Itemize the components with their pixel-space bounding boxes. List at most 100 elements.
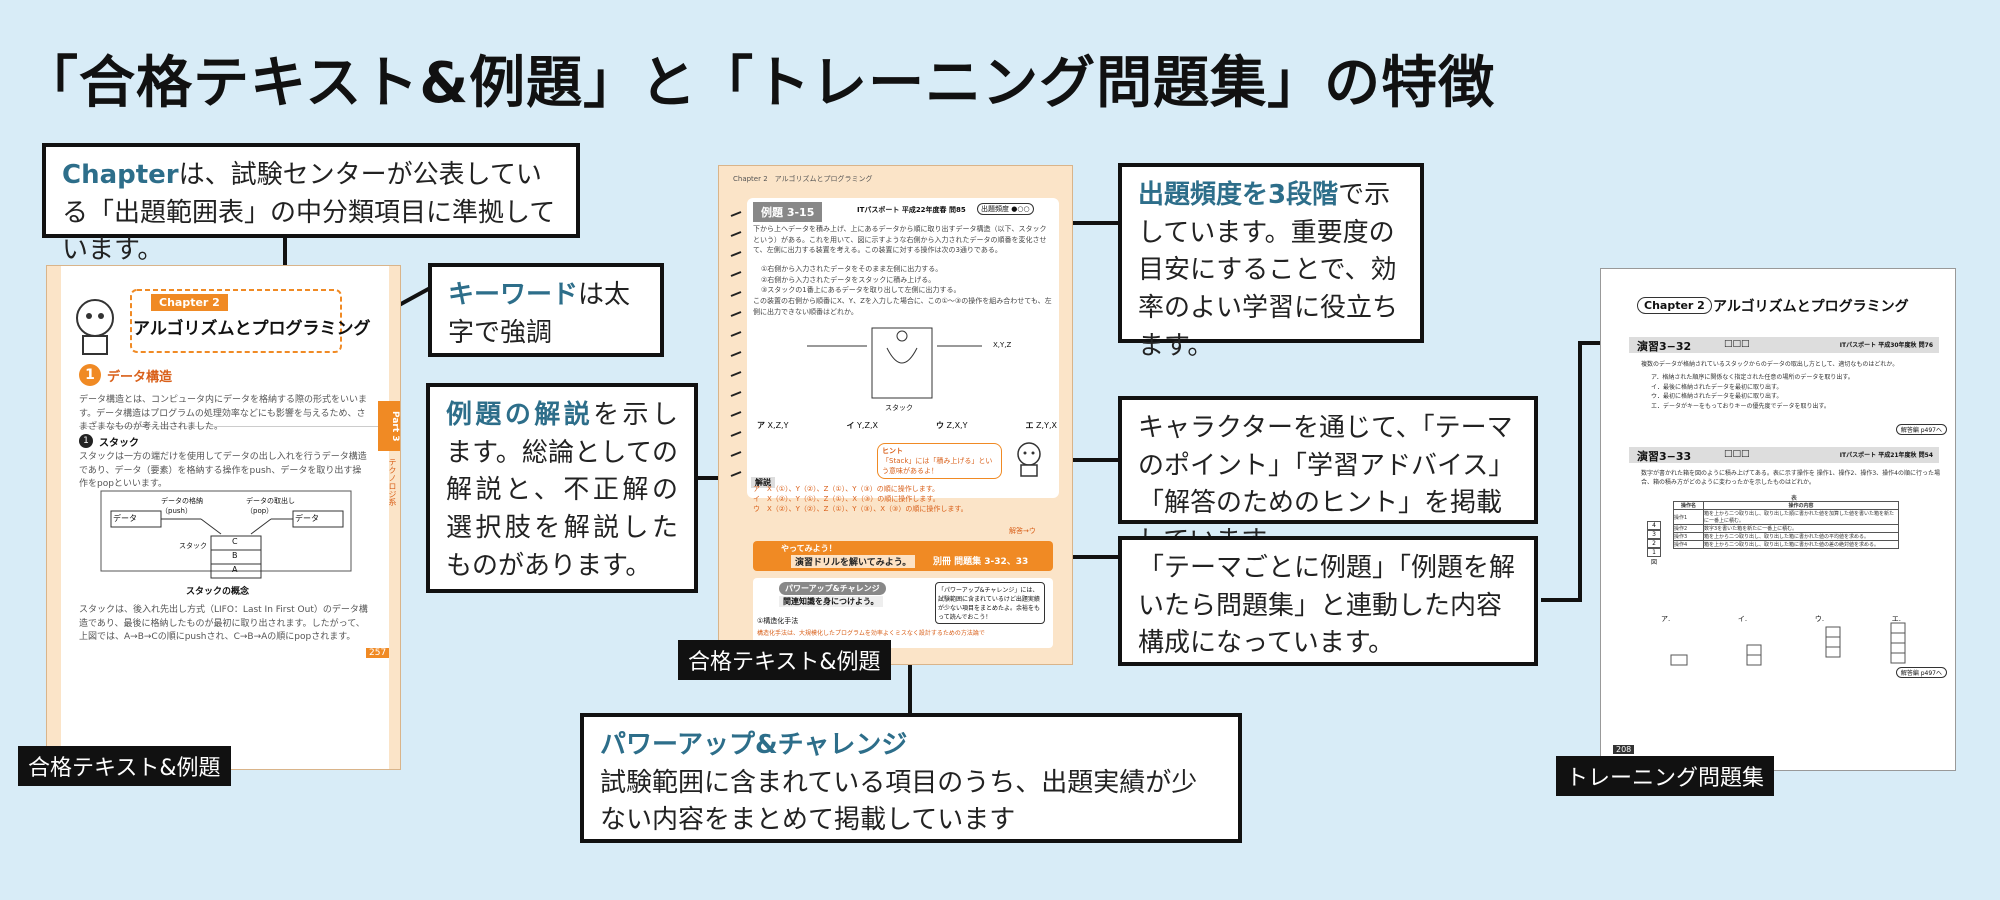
powerup-note: 「パワーアップ&チャレンジ」には、試験範囲に含まれているけど出題実績が少ない項目…	[935, 582, 1045, 624]
exercise-question: 複数のデータが格納されているスタックからのデータの取出し方として、適切なものはど…	[1641, 361, 1899, 368]
lifo-description: スタックは、後入れ先出し方式（LIFO：Last In First Out）のデ…	[79, 605, 368, 642]
exercise-label: 演習3−33	[1637, 450, 1692, 463]
stack-item: A	[232, 565, 238, 574]
example-card: 例題 3-15 ITパスポート 平成22年度春 問85 出題頻度 ●○○ 下から…	[747, 198, 1059, 498]
callout-highlight: キーワード	[448, 280, 579, 310]
section-title: データ構造	[107, 370, 173, 385]
diagram-caption: スタックの概念	[186, 587, 250, 597]
callout-text: を示します。総論としての解説と、不正解の選択肢を解説したものがあります。	[446, 400, 678, 581]
hint-label: ヒント	[882, 447, 903, 455]
choice: ウ Z,X,Y	[936, 421, 968, 430]
stack-box: 4	[1647, 521, 1661, 530]
powerup-subtitle: 関連知識を身につけよう。	[779, 596, 883, 607]
callout-explanation: 例題の解説を示します。総論としての解説と、不正解の選択肢を解説したものがあります…	[426, 383, 698, 593]
kaisetsu-label: 解説	[751, 477, 775, 488]
callout-text: は、試験センターが公表している「出題範囲表」の中分類項目に準拠しています。	[62, 160, 556, 266]
callout-powerup: パワーアップ&チャレンジ試験範囲に含まれている項目のうち、出題実績が少ない内容を…	[580, 713, 1242, 843]
answer-line: ア X（①）、Y（②）、Z（①）、Y（③）の順に操作します。	[753, 485, 940, 493]
hint-bubble: ヒント 「Stack」には「積み上げる」という意味があるよ！	[877, 443, 1002, 479]
answer-reference: 解答編 p497へ	[1895, 424, 1947, 435]
textbook-page-example: Chapter 2 アルゴリズムとプログラミング 例題 3-15 ITパスポート…	[718, 165, 1073, 665]
operation-item: ②右側から入力されたデータをスタックに積み上げる。	[761, 275, 936, 284]
stack-item: B	[232, 551, 238, 560]
answer-choice-labels: ア. イ. ウ. エ.	[1661, 614, 1901, 624]
choice: ア X,Z,Y	[757, 421, 789, 430]
subsection-number: 1	[79, 434, 93, 448]
drill-banner: やってみよう！ 演習ドリルを解いてみよう。 別冊 問題集 3-32、33	[753, 541, 1053, 571]
stack-caption: 図	[1650, 559, 1657, 566]
stack-figure: 4 3 2 1 図	[1647, 521, 1661, 566]
left-page-body: Chapter 2 アルゴリズムとプログラミング 1 データ構造 データ構造とは…	[61, 266, 390, 769]
drill-tag: やってみよう！	[781, 544, 837, 553]
callout-text: キャラクターを通じて、「テーマのポイント」「学習アドバイス」「解答のためのヒント…	[1138, 413, 1515, 556]
operations: ①右側から入力されたデータをそのまま左側に出力する。 ②右側から入力されたデータ…	[761, 264, 1051, 296]
callout-highlight: Chapter	[62, 160, 179, 190]
choice: イ Y,Z,X	[846, 421, 878, 430]
table-title: 表	[1791, 495, 1798, 502]
answer-explanation: ア X（①）、Y（②）、Z（①）、Y（③）の順に操作します。 イ X（②）、Y（…	[753, 484, 1053, 514]
label-textbook-left: 合格テキスト&例題	[18, 746, 231, 786]
operation-item: ③スタックの1番上にあるデータを取り出して左側に出力する。	[761, 286, 961, 294]
choice: ア．格納された順序に関係なく指定された任意の場所のデータを取り出す。	[1651, 374, 1854, 381]
choice-label: エ.	[1891, 615, 1901, 623]
question-text: 下から上へデータを積み上げ、上にあるデータから順に取り出すデータ構造（以下、スタ…	[753, 225, 1047, 254]
device-diagram	[807, 327, 982, 399]
part-subtitle: テクノロジ系	[388, 458, 397, 506]
hint-text: 「Stack」には「積み上げる」という意味があるよ！	[882, 457, 993, 475]
checkbox-icons: □□□	[1724, 449, 1750, 459]
callout-linked: 「テーマごとに例題」「例題を解いたら問題集」と連動した内容構成になっています。	[1118, 536, 1538, 666]
frequency-label: 出題頻度	[981, 205, 1009, 213]
callout-text: で示しています。重要度の目安にすることで、効率のよい学習に役立ちます。	[1138, 180, 1399, 361]
section-number: 1	[79, 364, 101, 386]
callout-highlight: 例題の解説	[446, 400, 594, 430]
answer-line: ウ X（②）、Y（②）、Z（①）、Y（③）、X（③）の順に操作します。	[753, 505, 968, 514]
drill-reference: 別冊 問題集 3-32、33	[933, 557, 1029, 567]
callout-frequency: 出題頻度を3段階で示しています。重要度の目安にすることで、効率のよい学習に役立ち…	[1118, 163, 1424, 361]
choice: エ．データがキーをもっておりキーの優先度でデータを取り出す。	[1651, 402, 1830, 410]
choice: ウ．最初に格納されたデータを最初に取り出す。	[1651, 393, 1783, 401]
chapter-title: アルゴリズムとプログラミング	[1713, 299, 1909, 315]
answer-mark: 解答→ウ	[1009, 527, 1036, 535]
chapter-badge: Chapter 2	[1637, 297, 1712, 314]
powerup-item: ①構造化手法	[757, 617, 799, 625]
input-label: X,Y,Z	[993, 341, 1012, 349]
table-header: 操作名	[1673, 501, 1704, 510]
choice: イ．最後に格納されたデータを最初に取り出す。	[1651, 383, 1783, 391]
drill-text: 演習ドリルを解いてみよう。	[791, 555, 916, 568]
stack-box: 1	[1647, 548, 1661, 557]
powerup-body: 構造化手法は、大規模化したプログラムを効率よくミスなく設計するための方法論で	[757, 630, 985, 637]
diagram-push-label: データの格納（push）	[161, 497, 203, 515]
diagram-box-left: データ	[113, 514, 137, 523]
powerup-title: パワーアップ&チャレンジ	[779, 582, 886, 595]
page-number: 208	[1613, 745, 1635, 754]
callout-text: は太字で強調	[448, 280, 631, 348]
callout-text: 「テーマごとに例題」「例題を解いたら問題集」と連動した内容構成になっています。	[1138, 553, 1516, 659]
page-title: 「合格テキスト&例題」と「トレーニング問題集」の特徴	[22, 51, 1496, 116]
callout-keyword: キーワードは太字で強調	[428, 263, 664, 357]
textbook-page-left: Chapter 2 アルゴリズムとプログラミング 1 データ構造 データ構造とは…	[46, 265, 401, 770]
left-page-decoration	[76, 289, 379, 579]
exercise-header: 演習3−33 □□□ ITパスポート 平成21年度秋 問54	[1629, 447, 1939, 463]
checkbox-icons: □□□	[1724, 339, 1750, 349]
answer-reference: 解答編 p497へ	[1895, 667, 1947, 678]
character-icon	[1017, 442, 1041, 477]
choice-label: ウ.	[1814, 615, 1825, 623]
exercise-choices: ア．格納された順序に関係なく指定された任意の場所のデータを取り出す。 イ．最後に…	[1651, 373, 1941, 411]
choices: ア X,Z,Y イ Y,Z,X ウ Z,X,Y エ Z,Y,X	[757, 420, 1057, 431]
callout-character: キャラクターを通じて、「テーマのポイント」「学習アドバイス」「解答のためのヒント…	[1118, 396, 1538, 556]
section-intro: データ構造とは、コンピュータ内にデータを格納する際の形式をいいます。データ構造は…	[79, 395, 368, 432]
chapter-title: アルゴリズムとプログラミング	[133, 319, 371, 339]
exercise-header: 演習3−32 □□□ ITパスポート 平成30年度秋 問76	[1629, 337, 1939, 353]
callout-highlight: パワーアップ&チャレンジ	[600, 730, 908, 760]
table-header: 操作の内容	[1703, 501, 1899, 510]
exercise-question: 数字が書かれた箱を図のように積み上げてある。表に示す操作を 操作1、操作2、操作…	[1641, 470, 1940, 486]
answer-line: イ X（②）、Y（①）、Z（①）、X（③）の順に操作します。	[753, 495, 940, 504]
diagram-stack-label: スタック	[179, 542, 207, 550]
callout-chapter: Chapterは、試験センターが公表している「出題範囲表」の中分類項目に準拠して…	[42, 143, 580, 265]
stack-box: 2	[1647, 539, 1661, 548]
choice-label: イ.	[1737, 615, 1748, 623]
example-label: 例題 3-15	[753, 202, 823, 222]
